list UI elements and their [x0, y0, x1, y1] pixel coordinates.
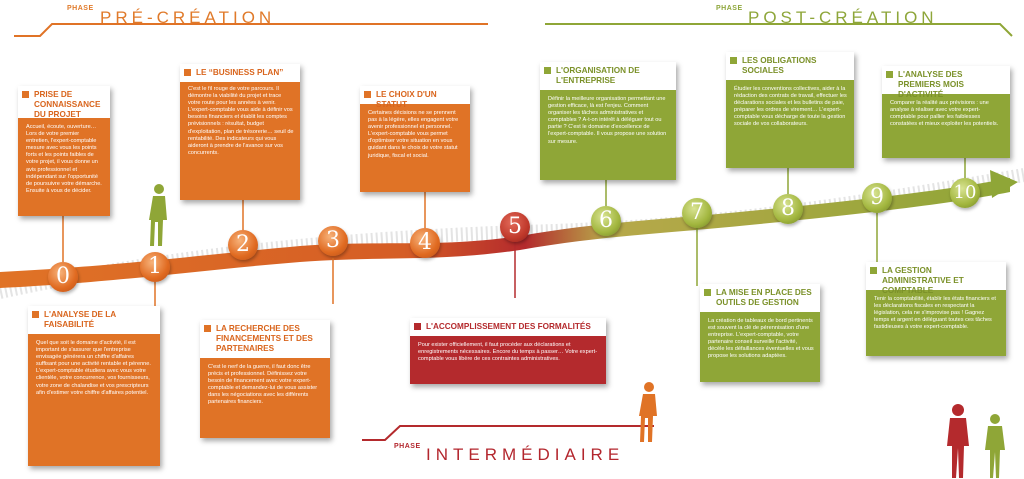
step-text: Pour exister officiellement, il faut pro…: [418, 342, 598, 363]
phase-title: PRÉ-CRÉATION: [100, 8, 276, 27]
step-title: PRISE DE CONNAISSANCE DU PROJET: [18, 86, 110, 119]
step-title: LA MISE EN PLACE DES OUTILS DE GESTION: [700, 284, 820, 312]
step-node-2: 2: [228, 230, 258, 260]
step-text: C'est le nerf de la guerre, il faut donc…: [208, 364, 318, 406]
step-box-6: L'ORGANISATION DE L'ENTREPRISE Définir l…: [540, 62, 676, 180]
step-title: L'ACCOMPLISSEMENT DES FORMALITÉS: [410, 318, 606, 336]
step-node-6: 6: [591, 206, 621, 236]
step-box-5: L'ACCOMPLISSEMENT DES FORMALITÉS Pour ex…: [410, 318, 606, 384]
step-box-7: LA MISE EN PLACE DES OUTILS DE GESTION L…: [700, 284, 820, 382]
step-title: LA GESTION ADMINISTRATIVE ET COMPTABLE: [866, 262, 1006, 295]
timeline-road-band: [0, 178, 1010, 288]
step-node-5: 5: [500, 212, 530, 242]
step-node-1: 1: [140, 252, 170, 282]
step-text: La création de tableaux de bord pertinen…: [708, 318, 814, 360]
step-text: Comparer la réalité aux prévisions : une…: [890, 100, 999, 128]
step-title: L'ANALYSE DES PREMIERS MOIS D'ACTIVITÉ: [882, 66, 1010, 99]
step-text: Définir la meilleure organisation permet…: [548, 96, 667, 145]
step-text: Certaines décisions ne se prennent pas à…: [368, 110, 459, 159]
step-text: Quel que soit le domaine d'activité, il …: [36, 340, 151, 396]
step-box-9: LA GESTION ADMINISTRATIVE ET COMPTABLE T…: [866, 262, 1006, 356]
step-node-8: 8: [773, 194, 803, 224]
step-box-2: LE “BUSINESS PLAN” C'est le fil rouge de…: [180, 64, 300, 200]
step-node-7: 7: [682, 198, 712, 228]
step-text: C'est le fil rouge de votre parcours. Il…: [188, 86, 294, 156]
step-title: LES OBLIGATIONS SOCIALES: [726, 52, 854, 80]
step-title: LE “BUSINESS PLAN”: [180, 64, 300, 82]
intermediaire-bracket: [362, 425, 654, 441]
step-text: Tenir la comptabilité, établir les états…: [874, 296, 996, 331]
step-title: L'ANALYSE DE LA FAISABILITÉ: [28, 306, 160, 334]
step-node-9: 9: [862, 183, 892, 213]
phase-title: POST-CRÉATION: [748, 8, 938, 27]
step-node-10: 10: [950, 178, 980, 208]
step-box-8: LES OBLIGATIONS SOCIALES Étudier les con…: [726, 52, 854, 168]
step-box-1: L'ANALYSE DE LA FAISABILITÉ Quel que soi…: [28, 306, 160, 466]
step-box-4: LE CHOIX D'UN STATUT Certaines décisions…: [360, 86, 470, 192]
phase-label: PHASE: [394, 443, 421, 450]
step-text: Étudier les conventions collectives, aid…: [734, 86, 847, 128]
pre-creation-bracket: [14, 23, 488, 37]
step-node-4: 4: [410, 228, 440, 258]
phase-title: INTERMÉDIAIRE: [426, 445, 625, 464]
step-title: LE CHOIX D'UN STATUT: [360, 86, 470, 109]
step-title: L'ORGANISATION DE L'ENTREPRISE: [540, 62, 676, 90]
step-box-3: LA RECHERCHE DES FINANCEMENTS ET DES PAR…: [200, 320, 330, 438]
step-text: Accueil, écoute, ouverture… Lors de votr…: [26, 124, 102, 194]
step-box-0: PRISE DE CONNAISSANCE DU PROJET Accueil,…: [18, 86, 110, 216]
step-node-3: 3: [318, 226, 348, 256]
step-title: LA RECHERCHE DES FINANCEMENTS ET DES PAR…: [200, 320, 330, 358]
step-node-0: 0: [48, 262, 78, 292]
phase-label: PHASE: [67, 5, 94, 12]
post-creation-bracket: [545, 23, 1013, 37]
phase-label: PHASE: [716, 5, 743, 12]
step-box-10: L'ANALYSE DES PREMIERS MOIS D'ACTIVITÉ C…: [882, 66, 1010, 158]
